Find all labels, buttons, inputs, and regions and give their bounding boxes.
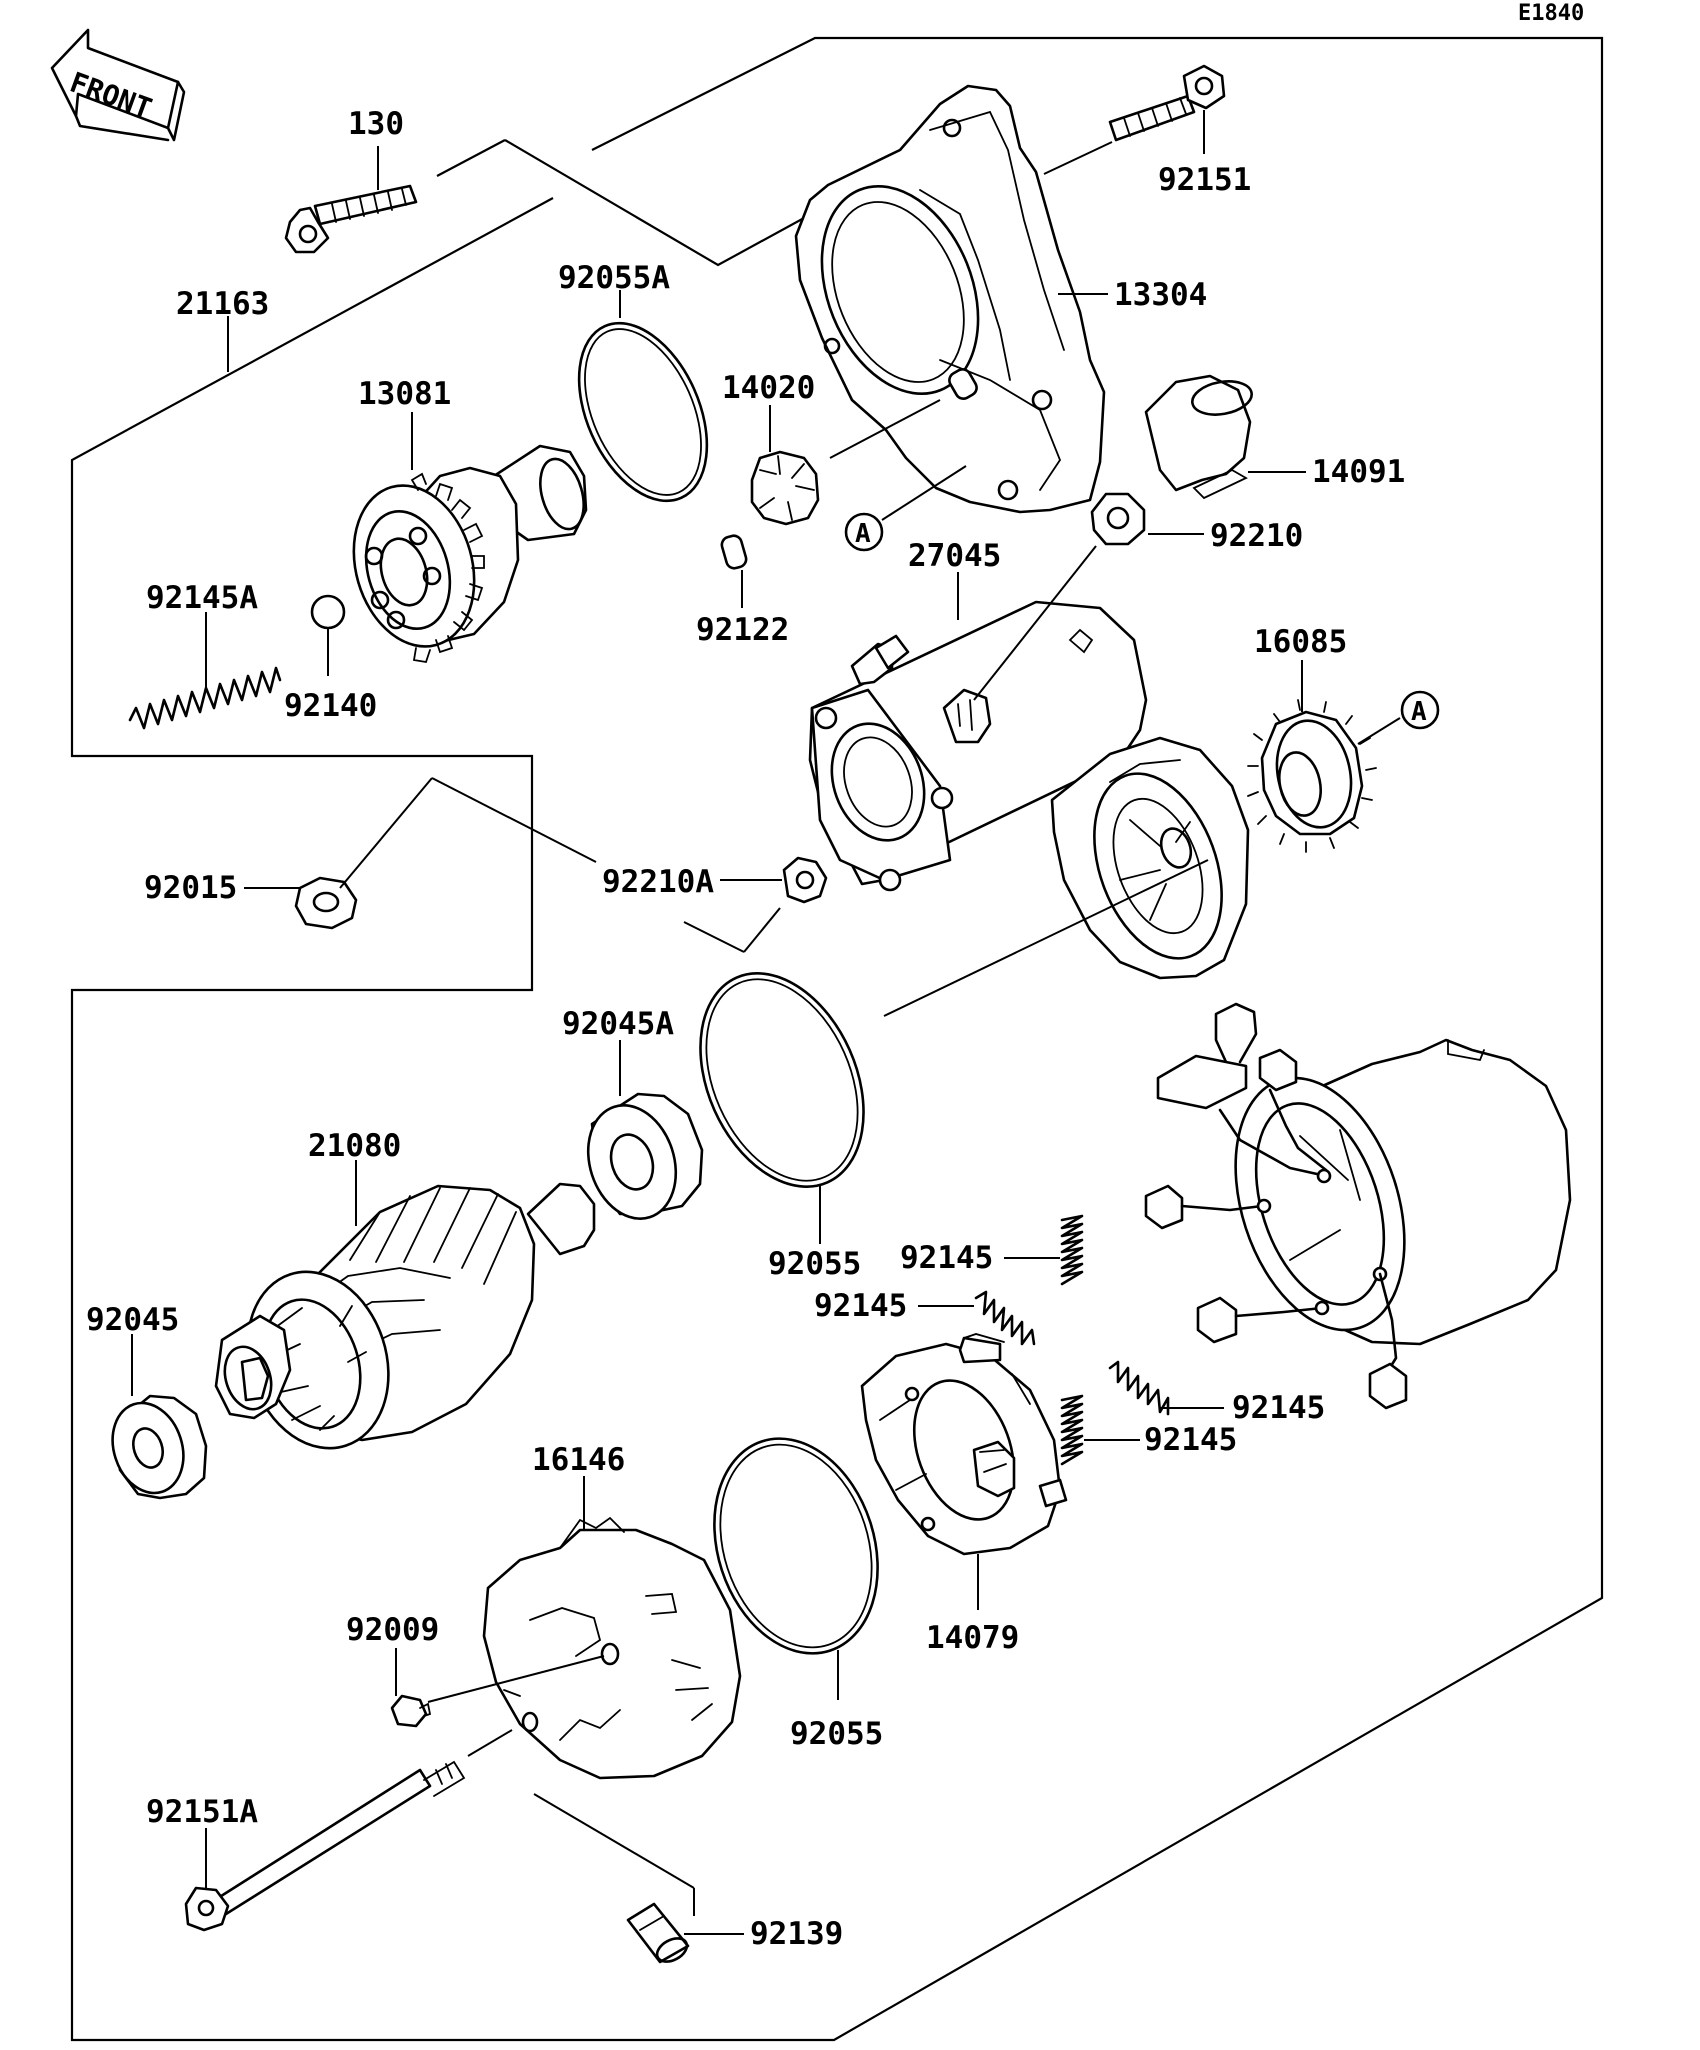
part-label-13081: 13081 — [358, 376, 451, 412]
part-label-92210A: 92210A — [602, 864, 714, 900]
part-label-92009: 92009 — [346, 1612, 439, 1648]
part-label-92145-c: 92145 — [1232, 1390, 1325, 1426]
part-label-92139: 92139 — [750, 1916, 843, 1952]
retainer-14020 — [750, 450, 820, 526]
part-label-92145A: 92145A — [146, 580, 258, 616]
brush-holder-14079 — [860, 1333, 1068, 1556]
o-ring-92055-upper — [699, 972, 865, 1188]
svg-text:A: A — [1411, 697, 1427, 727]
bolt-130 — [284, 184, 418, 254]
part-label-92055-lower: 92055 — [790, 1716, 883, 1752]
part-label-92145-b: 92145 — [814, 1288, 907, 1324]
nut-92210 — [1090, 492, 1146, 546]
part-label-27045: 27045 — [908, 538, 1001, 574]
bolt-92151 — [1108, 64, 1226, 142]
part-label-92055A: 92055A — [558, 260, 670, 296]
part-label-21163: 21163 — [176, 286, 269, 322]
part-label-14091: 14091 — [1312, 454, 1405, 490]
part-label-92151A: 92151A — [146, 1794, 258, 1830]
washer-92015 — [294, 876, 358, 930]
spring-92145-b — [974, 1290, 1036, 1346]
spring-92145-a — [1060, 1214, 1084, 1286]
part-label-92045A: 92045A — [562, 1006, 674, 1042]
part-label-21080: 21080 — [308, 1128, 401, 1164]
part-label-92145-a: 92145 — [900, 1240, 993, 1276]
part-label-92122: 92122 — [696, 612, 789, 648]
screw-92009 — [390, 1694, 432, 1728]
part-label-92140: 92140 — [284, 688, 377, 724]
part-label-92045: 92045 — [86, 1302, 179, 1338]
diagram-code: E1840 — [1518, 1, 1584, 26]
part-label-130: 130 — [348, 106, 404, 142]
terminal-cap-14091 — [1144, 374, 1253, 500]
bolt-92151A — [184, 1760, 466, 1932]
pin-92122 — [720, 534, 748, 570]
spring-92145-d — [1060, 1394, 1084, 1466]
part-label-16146: 16146 — [532, 1442, 625, 1478]
bearing-92045 — [111, 1394, 208, 1500]
svg-text:A: A — [855, 519, 871, 549]
part-label-14020: 14020 — [722, 370, 815, 406]
pin-92139 — [626, 1902, 690, 1964]
part-label-92015: 92015 — [144, 870, 237, 906]
part-label-92210: 92210 — [1210, 518, 1303, 554]
part-label-92145-d: 92145 — [1144, 1422, 1237, 1458]
end-cover-16146 — [482, 1516, 742, 1780]
part-label-14079: 14079 — [926, 1620, 1019, 1656]
armature-21080 — [214, 1182, 596, 1450]
clutch-gear-13081 — [352, 444, 588, 664]
spring-92145-c — [1108, 1360, 1170, 1416]
part-label-92151: 92151 — [1158, 162, 1251, 198]
nut-92210A — [782, 856, 828, 904]
o-ring-92055-lower — [713, 1437, 879, 1655]
ball-92140 — [310, 594, 346, 630]
bearing-92045A — [586, 1092, 704, 1220]
housing-13304 — [794, 84, 1106, 514]
reference-marker-a-upper: A — [844, 465, 967, 552]
idler-gear-16085 — [1247, 699, 1377, 853]
part-label-13304: 13304 — [1114, 277, 1207, 313]
part-label-92055-upper: 92055 — [768, 1246, 861, 1282]
part-label-16085: 16085 — [1254, 624, 1347, 660]
reference-marker-a-right: A — [1357, 690, 1440, 745]
solenoid-27045 — [808, 600, 1250, 980]
yoke-field-coil — [1144, 1002, 1572, 1410]
o-ring-92055A — [577, 321, 709, 503]
assembly-frame — [70, 36, 1604, 2042]
front-arrow-icon: FRONT — [50, 28, 186, 142]
